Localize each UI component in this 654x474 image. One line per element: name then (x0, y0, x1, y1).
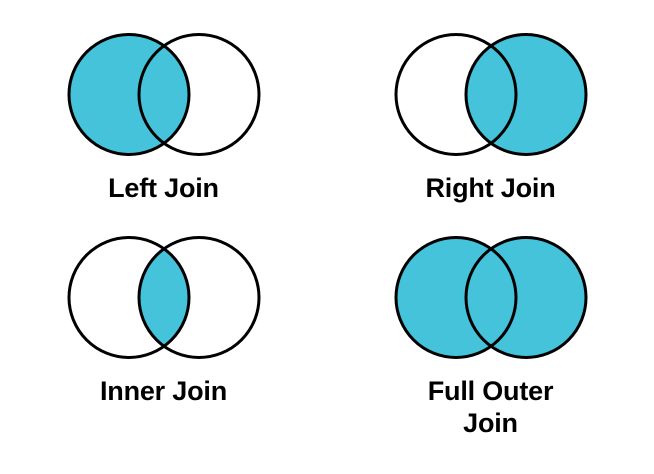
left-join-venn-icon (67, 33, 260, 156)
inner-join-label: Inner Join (99, 376, 227, 406)
diagram-full-outer-join: Full Outer Join (327, 225, 654, 440)
full-outer-join-venn-icon (394, 236, 587, 359)
left-join-label: Left Join (108, 173, 219, 203)
inner-join-venn-icon (67, 236, 260, 359)
diagram-right-join: Right Join (327, 22, 654, 205)
full-outer-join-label: Full Outer Join (427, 376, 554, 438)
right-join-label: Right Join (425, 173, 556, 203)
diagram-left-join: Left Join (0, 22, 327, 205)
diagram-inner-join: Inner Join (0, 225, 327, 408)
right-join-venn-icon (394, 33, 587, 156)
